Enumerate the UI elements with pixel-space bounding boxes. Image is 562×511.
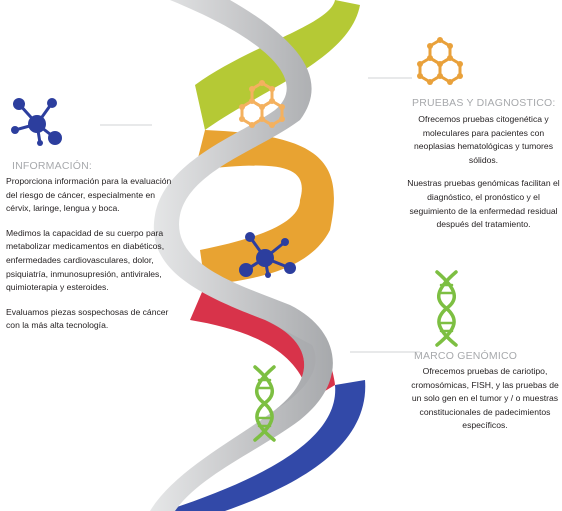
dna-icon-center bbox=[253, 365, 276, 442]
genomic-panel: MARCO GENÓMICO Ofrecemos pruebas de cari… bbox=[410, 350, 560, 433]
dna-icon bbox=[435, 270, 458, 347]
strand-gray bbox=[150, 0, 333, 511]
genomic-heading: MARCO GENÓMICO bbox=[414, 350, 518, 362]
strand-blue bbox=[165, 380, 366, 511]
tests-paragraph-1: Ofrecemos pruebas citogenética y molecul… bbox=[413, 114, 553, 165]
molecule-icon-center bbox=[239, 232, 296, 278]
info-paragraph-2: Medimos la capacidad de su cuerpo para m… bbox=[6, 227, 165, 293]
tests-panel: PRUEBAS Y DIAGNOSTICO: Ofrecemos pruebas… bbox=[405, 97, 562, 242]
hexagon-molecule-icon bbox=[239, 80, 285, 128]
hexagon-molecule-icon-right bbox=[417, 37, 463, 85]
tests-paragraph-2: Nuestras pruebas genómicas facilitan el … bbox=[407, 178, 560, 230]
molecule-icon bbox=[11, 98, 62, 146]
info-panel: INFORMACIÓN: Proporciona información par… bbox=[6, 160, 172, 344]
info-paragraph-3: Evaluamos piezas sospechosas de cáncer c… bbox=[6, 306, 169, 331]
info-heading: INFORMACIÓN: bbox=[12, 160, 92, 172]
info-paragraph-1: Proporciona información para la evaluaci… bbox=[6, 176, 172, 214]
genomic-paragraph-1: Ofrecemos pruebas de cariotipo, cromosóm… bbox=[411, 366, 559, 431]
strand-orange bbox=[195, 130, 334, 285]
strand-red bbox=[190, 285, 335, 400]
tests-heading: PRUEBAS Y DIAGNOSTICO: bbox=[412, 97, 556, 109]
strand-gray-shadow bbox=[265, 320, 316, 410]
